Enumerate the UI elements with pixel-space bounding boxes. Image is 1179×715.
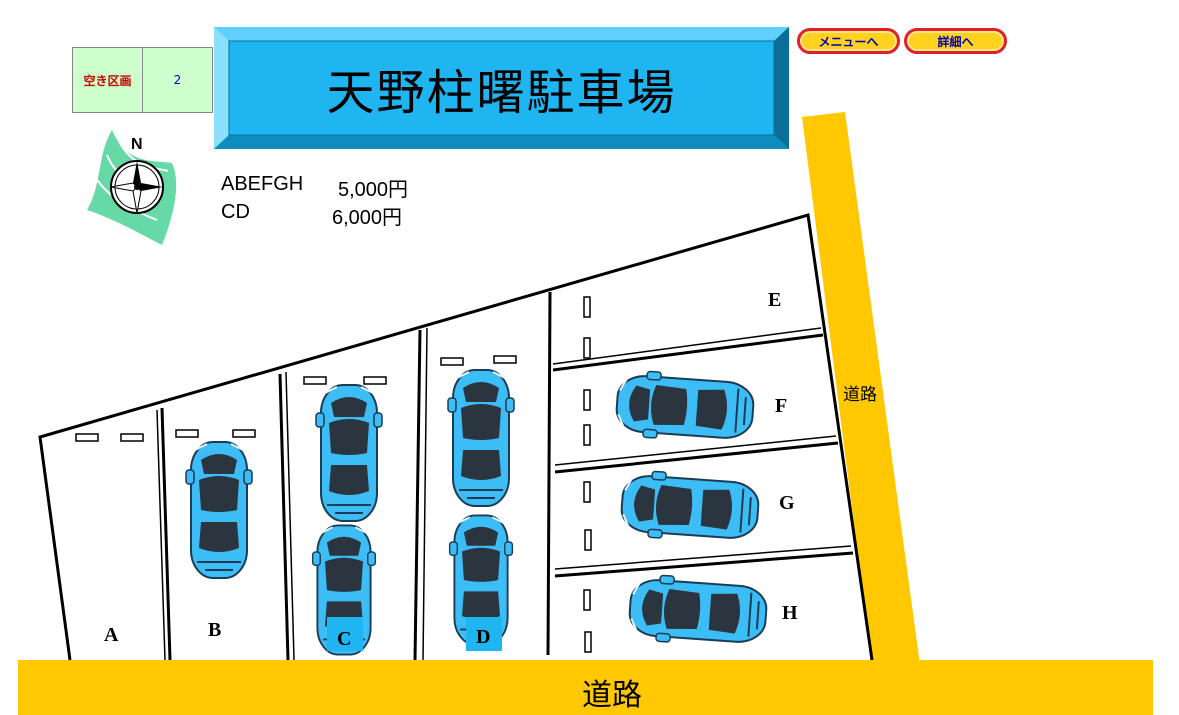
price-spaces-2: CD <box>221 201 250 223</box>
space-label-b: B <box>208 619 221 641</box>
car-h <box>626 572 770 650</box>
menu-button[interactable]: メニューへ <box>797 28 900 54</box>
price-amount-2: 6,000円 <box>332 207 403 229</box>
space-label-f: F <box>775 395 787 417</box>
right-road <box>802 112 920 665</box>
space-label-c: C <box>337 628 351 650</box>
car-c <box>311 524 377 656</box>
space-label-h: H <box>782 602 798 624</box>
space-label-d: D <box>476 626 490 648</box>
price-amount-1: 5,000円 <box>338 179 409 201</box>
space-label-a: A <box>104 624 119 646</box>
bottom-road <box>18 660 1153 715</box>
price-spaces-1: ABEFGH <box>221 173 304 195</box>
bottom-road-label: 道路 <box>582 678 642 713</box>
space-label-g: G <box>779 492 795 514</box>
vacancy-count: 2 <box>142 48 212 112</box>
space-label-e: E <box>768 289 781 311</box>
vacancy-label: 空き区画 <box>83 73 132 88</box>
right-road-label: 道路 <box>843 385 877 405</box>
car-g <box>618 468 762 546</box>
vacancy-counter: 空き区画 2 <box>72 47 213 113</box>
car-d-top <box>447 369 515 507</box>
car-f <box>613 368 757 446</box>
car-b <box>185 441 253 579</box>
car-c-top <box>315 384 383 522</box>
title-banner <box>214 27 789 149</box>
detail-button[interactable]: 詳細へ <box>904 28 1007 54</box>
compass-north-label: N <box>131 136 143 153</box>
compass-icon: N <box>87 130 177 245</box>
car-d <box>448 514 514 646</box>
